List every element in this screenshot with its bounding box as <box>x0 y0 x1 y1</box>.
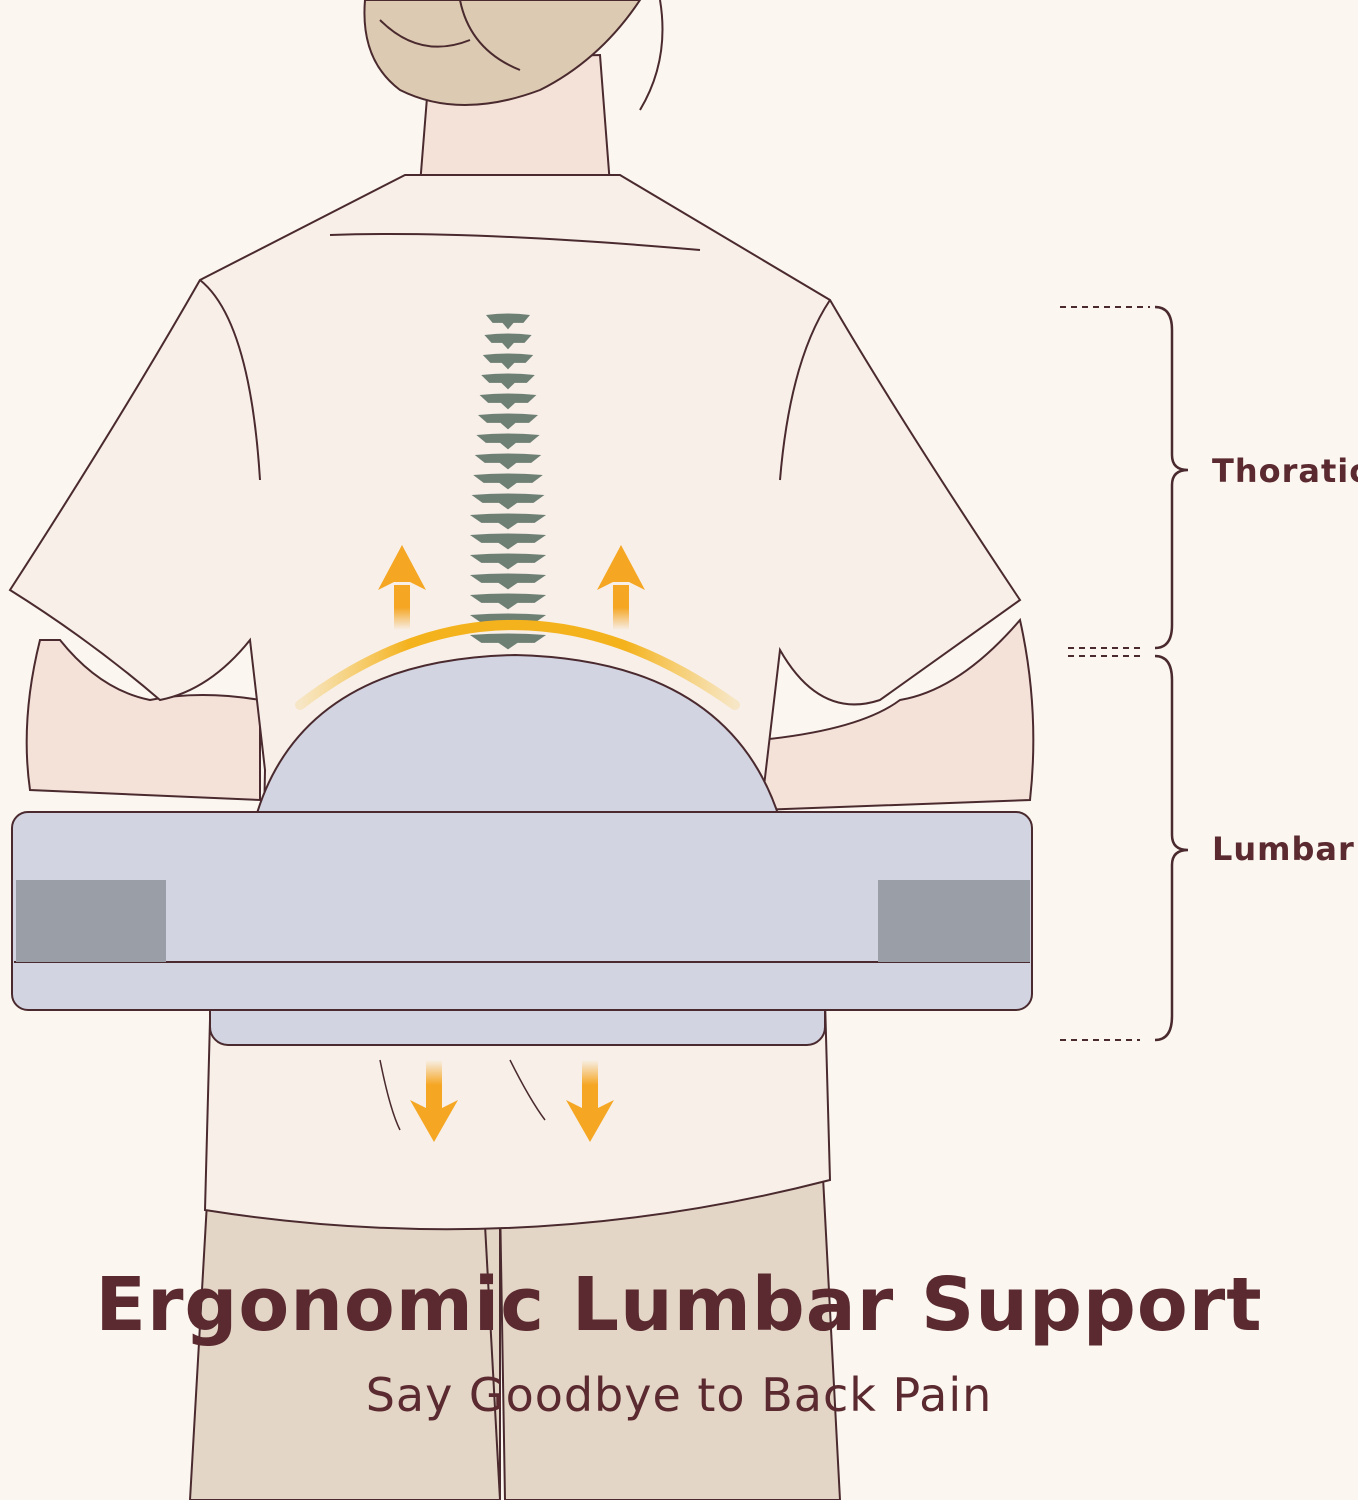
pants <box>188 1118 842 1500</box>
thoratic-label: Thoratic <box>1212 452 1358 490</box>
strap-patch-left <box>16 880 166 962</box>
vertebra <box>473 473 543 490</box>
cushion-dome <box>253 653 782 821</box>
strap-band <box>11 811 1033 1011</box>
arrow-up-right-icon <box>597 545 645 630</box>
support-arc <box>295 620 740 710</box>
arrow-down-right-icon <box>566 1060 614 1142</box>
vertebra <box>478 413 538 430</box>
vertebra <box>486 313 530 330</box>
hair <box>363 0 664 111</box>
vertebra <box>482 353 534 370</box>
headline-title: Ergonomic Lumbar Support <box>95 1262 1263 1348</box>
headline-subtitle: Say Goodbye to Back Pain <box>365 1368 993 1422</box>
arrow-down-left-icon <box>410 1060 458 1142</box>
thoratic-bracket <box>1060 305 1189 650</box>
vertebra <box>481 373 535 390</box>
vertebra <box>470 513 546 530</box>
lumbar-bracket <box>1060 654 1189 1042</box>
vertebra <box>471 493 545 510</box>
strap-patch-right <box>878 880 1030 962</box>
vertebra <box>484 333 532 350</box>
vertebra <box>470 573 546 590</box>
arms <box>25 617 1035 812</box>
lumbar-label: Lumbar <box>1212 830 1355 868</box>
vertebra <box>470 533 546 550</box>
vertebra <box>476 433 540 450</box>
vertebra <box>474 453 542 470</box>
vertebra <box>470 553 546 570</box>
arrow-up-left-icon <box>378 545 426 630</box>
vertebra <box>470 593 546 610</box>
vertebra <box>479 393 537 410</box>
vertebra <box>470 633 546 650</box>
